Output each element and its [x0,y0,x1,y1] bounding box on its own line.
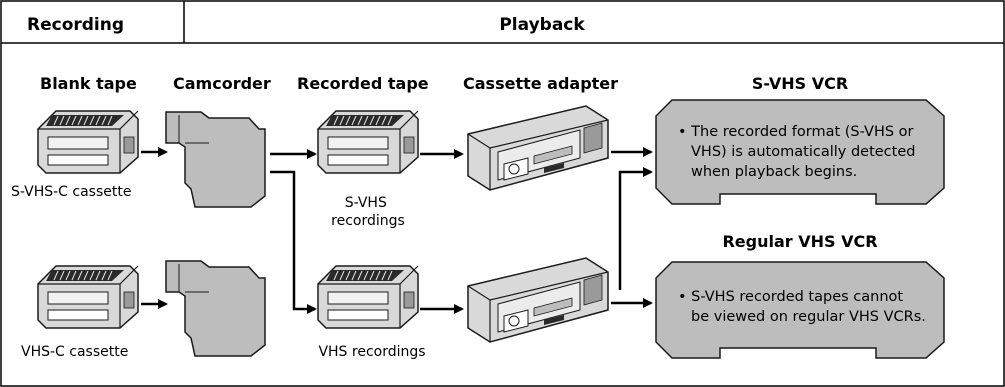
vhs-c-cassette-icon [37,265,139,329]
vhs-vcr-note: • S-VHS recorded tapes cannot be viewed … [678,289,926,325]
svhs-vcr-box [655,99,945,205]
svhs-vcr-note-line-2: VHS) is automatically detected [691,144,915,160]
vhs-vcr-title: Regular VHS VCR [722,232,877,251]
svhs-vcr-note: • The recorded format (S-VHS or VHS) is … [678,124,920,180]
svhs-recorded-tape-icon [317,110,419,174]
vhs-vcr-box [655,261,945,359]
vhs-vcr-note-line-2: be viewed on regular VHS VCRs. [691,309,926,325]
recording-header: Recording [27,15,124,35]
recorded-tape-label: Recorded tape [297,74,429,93]
vhs-c-cassette-caption: VHS-C cassette [21,344,128,360]
svhs-vcr-note-line-1: • The recorded format (S-VHS or [678,124,914,140]
vhs-vcr-note-line-1: • S-VHS recorded tapes cannot [678,289,903,305]
svhs-recordings-caption-line-1: S-VHS [345,195,387,211]
svhs-recordings-caption: S-VHS recordings [331,195,405,229]
svhs-c-cassette-icon [37,110,139,174]
vhs-recordings-caption: VHS recordings [318,344,425,360]
arrow-camcorder-to-vhs-tape [270,170,317,314]
svhs-c-cassette-caption: S-VHS-C cassette [11,184,131,200]
arrow-adapter-to-svhs-vcr-from-bottom [618,167,653,290]
camcorder-label: Camcorder [173,74,271,93]
vhs-recorded-tape-icon [317,265,419,329]
cassette-adapter-label: Cassette adapter [463,74,618,93]
playback-header: Playback [499,15,585,35]
svhs-vcr-title: S-VHS VCR [752,74,848,93]
blank-tape-label: Blank tape [40,74,137,93]
svhs-vcr-note-line-3: when playback begins. [691,164,857,180]
svhs-recordings-caption-line-2: recordings [331,213,405,229]
